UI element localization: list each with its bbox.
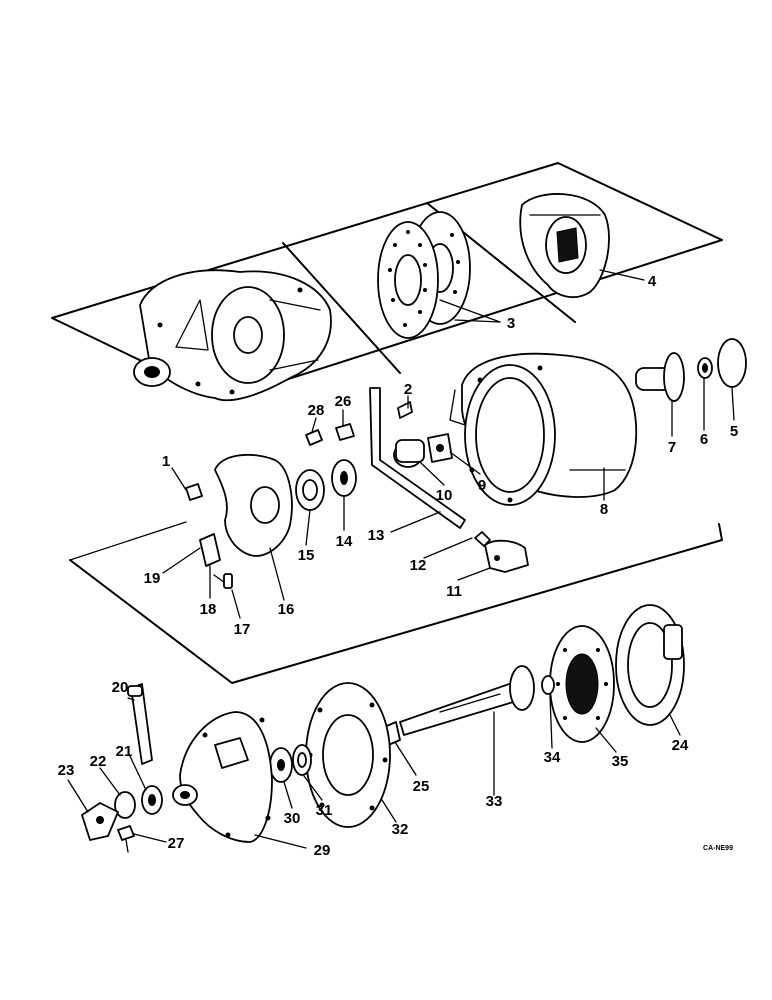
clutch-disc-drawing [549,625,615,743]
clutch-housing-drawing [449,352,638,506]
callout-3: 3 [507,315,515,332]
callout-5: 5 [730,423,738,440]
callout-31: 31 [316,802,333,819]
release-fork-drawing [185,453,293,589]
callout-30: 30 [284,810,301,827]
callout-10: 10 [436,487,453,504]
callout-25: 25 [413,778,430,795]
leader-lines [67,269,735,849]
callout-18: 18 [200,601,217,618]
callout-26: 26 [335,393,352,410]
callout-27: 27 [168,835,185,852]
callout-6: 6 [700,431,708,448]
bearing-washer-bolts-drawing [295,423,357,511]
callout-labels: 1 2 3 4 5 6 7 8 9 10 11 12 13 14 15 16 1… [58,273,739,859]
callout-2: 2 [404,381,412,398]
callout-33: 33 [486,793,503,810]
callout-15: 15 [298,547,315,564]
lower-housing-drawing [172,711,273,843]
callout-21: 21 [116,743,133,760]
bell-housing-assembly-drawing [133,269,332,402]
bearings-30-31-drawing [269,744,312,783]
callout-22: 22 [90,753,107,770]
pressure-plate-cover-drawing [519,193,610,298]
callout-32: 32 [392,821,409,838]
main-shaft-drawing [399,665,555,736]
callout-1: 1 [162,453,170,470]
callout-11: 11 [446,583,462,600]
callout-17: 17 [234,621,251,638]
callout-23: 23 [58,762,75,779]
callout-13: 13 [368,527,385,544]
flywheel-plate-drawing [615,604,685,726]
callout-28: 28 [308,402,325,419]
callout-20: 20 [112,679,129,696]
callout-7: 7 [668,439,676,456]
clutch-disc-pair-drawing [377,211,471,339]
callout-8: 8 [600,501,608,518]
middle-panel-outline [69,521,723,684]
shaft-and-small-parts-drawing [369,387,529,573]
callout-29: 29 [314,842,331,859]
callout-34: 34 [544,749,561,766]
carrier-and-rings-drawing [635,338,747,402]
callout-12: 12 [410,557,427,574]
callout-4: 4 [648,273,657,290]
callout-19: 19 [144,570,161,587]
callout-16: 16 [278,601,295,618]
drawing-code: CA-NE99 [703,845,733,852]
callout-24: 24 [672,737,689,754]
callout-9: 9 [478,477,486,494]
linkage-and-fittings-drawing [81,683,163,853]
callout-35: 35 [612,753,629,770]
callout-14: 14 [336,533,353,550]
